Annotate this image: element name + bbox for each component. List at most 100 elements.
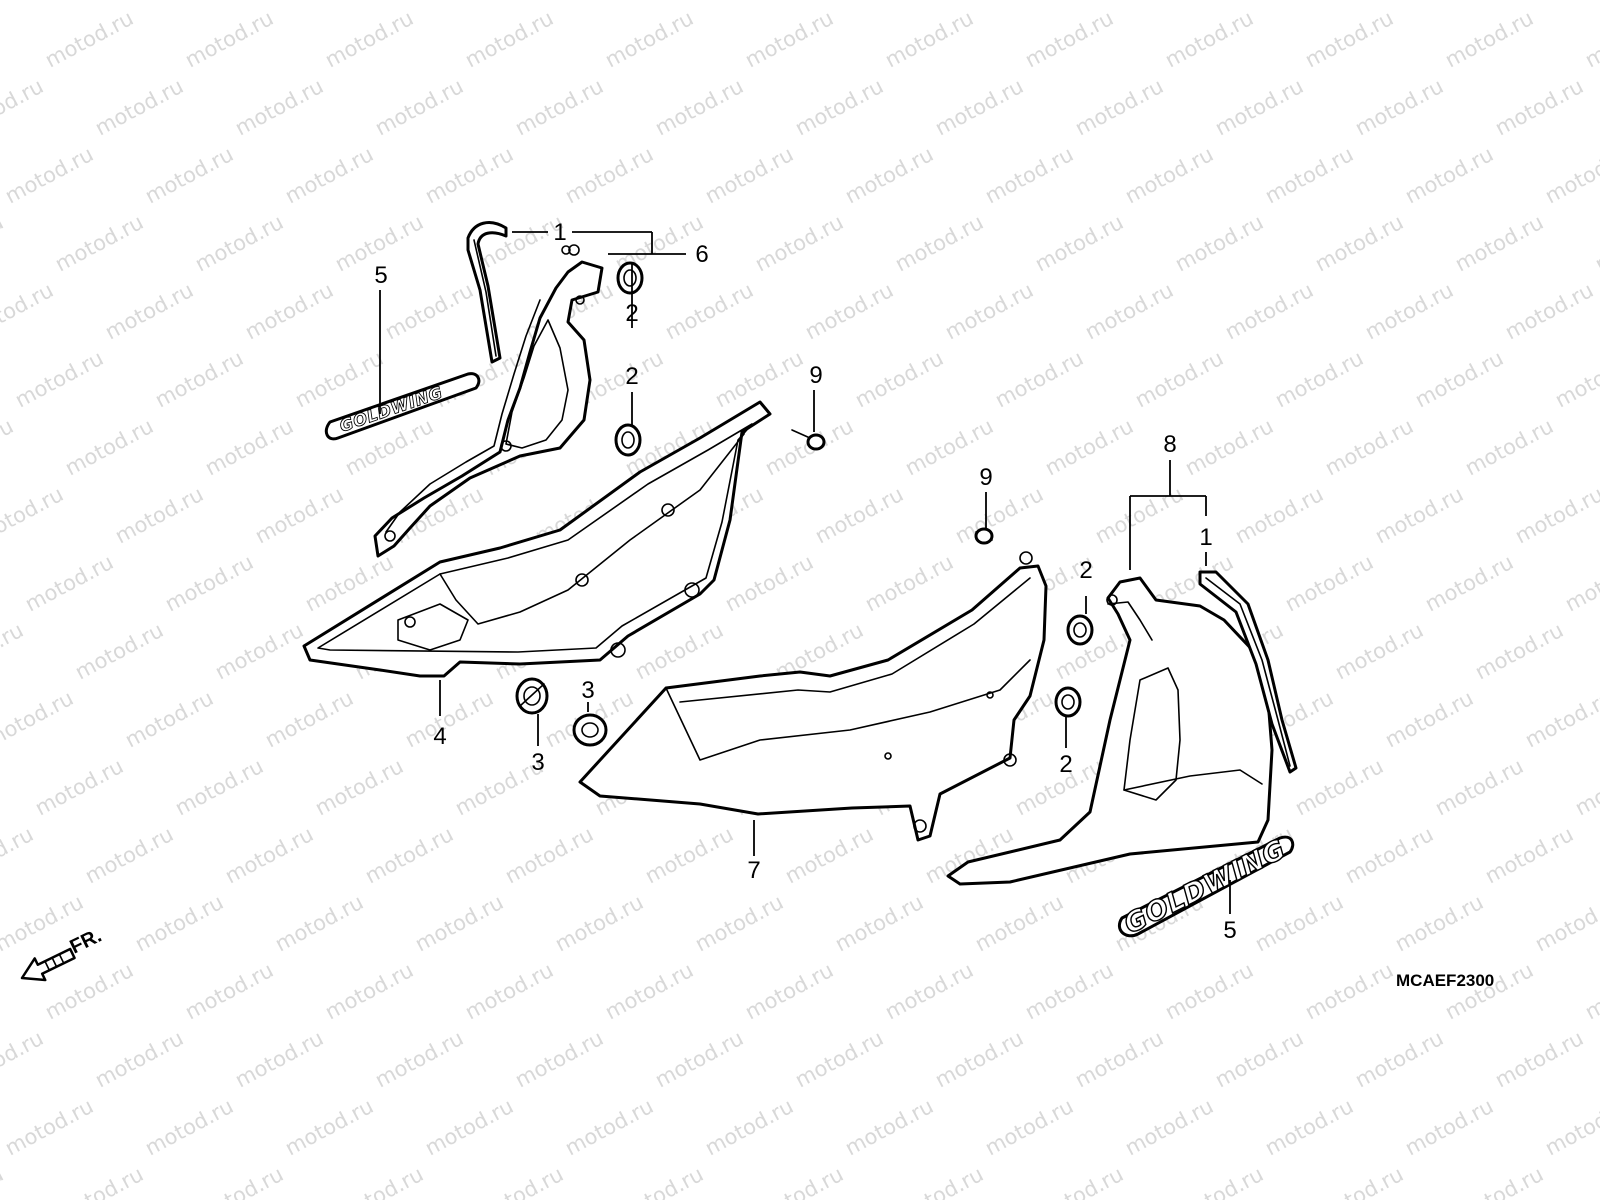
watermark-text: motod.ru [851,346,947,412]
watermark-text: motod.ru [141,142,237,208]
callout-2-right-lower: 2 [1059,751,1072,778]
watermark-text: motod.ru [1301,6,1397,72]
part-3-grommet-right [572,713,608,747]
watermark-text: motod.ru [881,6,977,72]
watermark-text: motod.ru [231,74,327,140]
watermark-text: motod.ru [1401,1094,1497,1160]
watermark-text: motod.ru [1301,958,1397,1024]
watermark-text: motod.ru [781,822,877,888]
callout-2-upper-a: 2 [625,300,638,327]
watermark-text: motod.ru [461,6,557,72]
watermark-text: motod.ru [891,1162,987,1200]
watermark-text: motod.ru [971,890,1067,956]
watermark-text: motod.ru [1521,686,1600,752]
watermark-text: motod.ru [1531,890,1600,956]
watermark-text: motod.ru [1411,346,1507,412]
watermark-text: motod.ru [751,210,847,276]
watermark-text: motod.ru [841,1094,937,1160]
watermark-text: motod.ru [1351,1026,1447,1092]
watermark-text: motod.ru [1541,1094,1600,1160]
watermark-text: motod.ru [1031,1162,1127,1200]
watermark-text: motod.ru [211,618,307,684]
watermark-text: motod.ru [41,6,137,72]
watermark-text: motod.ru [1221,278,1317,344]
part-2-grommet-upper-b [614,423,642,457]
callout-3-left: 3 [531,749,544,776]
watermark-text: motod.ru [831,890,927,956]
watermark-text: motod.ru [191,210,287,276]
watermark-text: motod.ru [1211,74,1307,140]
watermark-text: motod.ru [1551,346,1600,412]
watermark-text: motod.ru [271,890,367,956]
watermark-text: motod.ru [1401,142,1497,208]
watermark-text: motod.ru [1251,890,1347,956]
watermark-text: motod.ru [281,142,377,208]
watermark-text: motod.ru [1261,142,1357,208]
watermark-text: motod.ru [1391,0,1487,4]
watermark-text: motod.ru [701,1094,797,1160]
watermark-text: motod.ru [71,618,167,684]
watermark-text: motod.ru [411,0,507,4]
watermark-text: motod.ru [171,754,267,820]
watermark-text: motod.ru [0,618,27,684]
watermark-text: motod.ru [261,686,357,752]
watermark-text: motod.ru [1281,550,1377,616]
watermark-text: motod.ru [931,74,1027,140]
watermark-text: motod.ru [0,414,17,480]
watermark-text: motod.ru [1131,346,1227,412]
watermark-text: motod.ru [1381,686,1477,752]
watermark-text: motod.ru [1471,618,1567,684]
watermark-text: motod.ru [741,6,837,72]
watermark-text: motod.ru [131,890,227,956]
watermark-text: motod.ru [1121,142,1217,208]
watermark-text: motod.ru [1451,210,1547,276]
watermark-text: motod.ru [1041,414,1137,480]
watermark-text: motod.ru [1501,278,1597,344]
watermark-text: motod.ru [971,0,1067,4]
callout-2-upper-b: 2 [625,363,638,390]
watermark-text: motod.ru [1311,210,1407,276]
watermark-text: motod.ru [721,550,817,616]
callout-8: 8 [1163,431,1176,458]
watermark-text: motod.ru [1461,414,1557,480]
callout-9-lower: 9 [979,464,992,491]
part-2-grommet-upper-a [616,261,644,295]
callout-6: 6 [695,241,708,268]
watermark-text: motod.ru [1431,754,1527,820]
watermark-text: motod.ru [511,74,607,140]
watermark-text: motod.ru [1341,822,1437,888]
watermark-text: motod.ru [561,142,657,208]
callout-2-right-upper: 2 [1079,557,1092,584]
watermark-text: motod.ru [51,210,147,276]
watermark-text: motod.ru [1071,74,1167,140]
watermark-text: motod.ru [641,822,737,888]
watermark-text: motod.ru [321,958,417,1024]
watermark-text: motod.ru [831,0,927,4]
part-8-right-inner-cover [946,576,1274,886]
watermark-text: motod.ru [81,822,177,888]
watermark-text: motod.ru [91,1026,187,1092]
part-9-screw-upper [791,429,826,451]
watermark-text: motod.ru [861,550,957,616]
watermark-text: motod.ru [1391,890,1487,956]
part-2-grommet-right-lower [1054,686,1082,718]
watermark-text: motod.ru [181,6,277,72]
watermark-text: motod.ru [651,1026,747,1092]
watermark-text: motod.ru [121,686,217,752]
watermark-text: motod.ru [1331,618,1427,684]
watermark-text: motod.ru [461,958,557,1024]
watermark-text: motod.ru [1561,550,1600,616]
watermark-text: motod.ru [1421,550,1517,616]
watermark-text: motod.ru [1121,1094,1217,1160]
watermark-text: motod.ru [291,346,387,412]
watermark-text: motod.ru [0,210,7,276]
watermark-text: motod.ru [411,890,507,956]
part-9-screw-lower [974,527,994,545]
watermark-text: motod.ru [1351,74,1447,140]
watermark-text: motod.ru [311,754,407,820]
watermark-text: motod.ru [1441,958,1537,1024]
watermark-text: motod.ru [1021,958,1117,1024]
part-2-grommet-right-upper [1066,614,1094,646]
watermark-text: motod.ru [1291,754,1387,820]
